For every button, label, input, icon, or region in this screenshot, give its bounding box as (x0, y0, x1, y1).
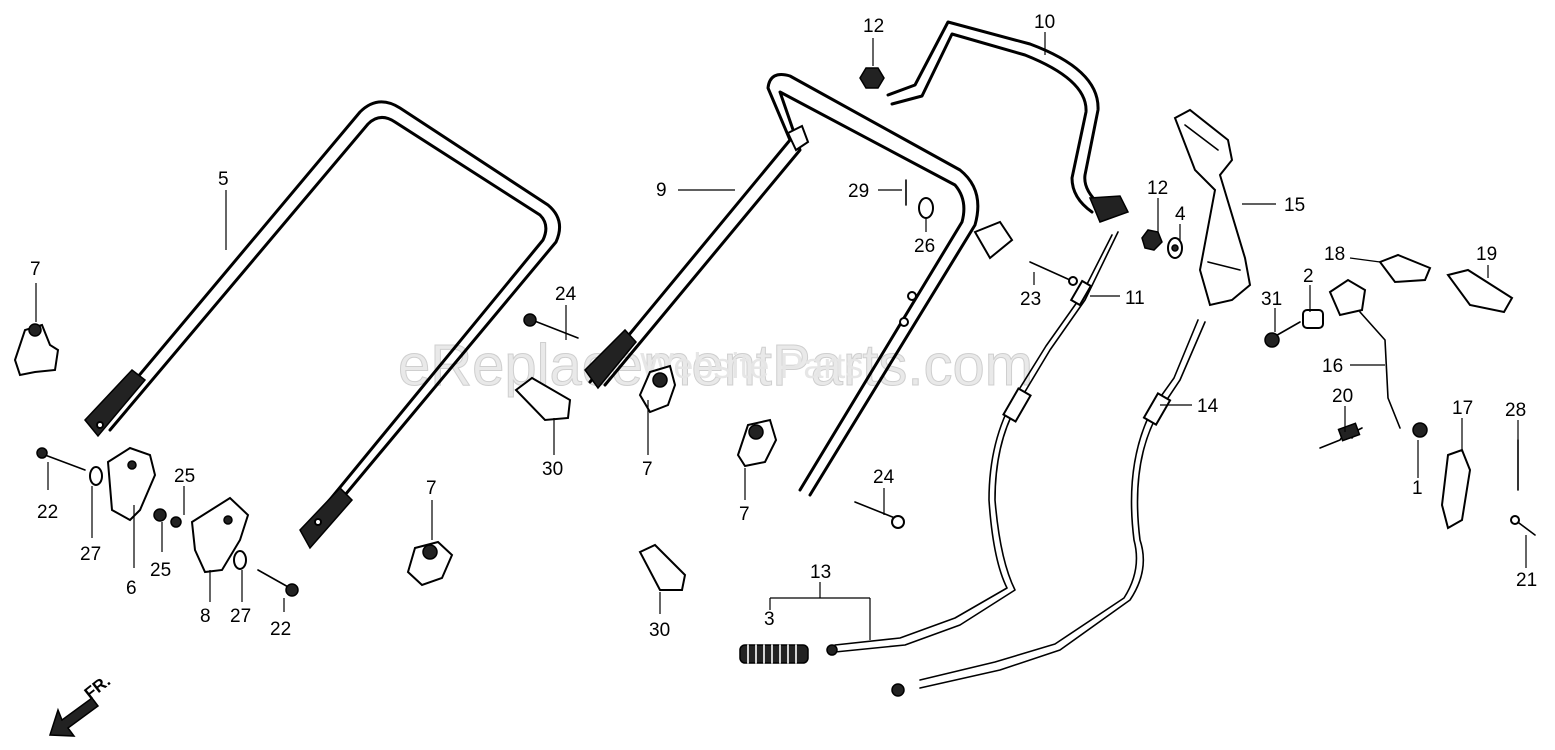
right-bracket-part (190, 496, 250, 574)
callout-7: 7 (426, 478, 437, 499)
callout-18: 18 (1324, 244, 1345, 265)
knob-part (13, 323, 60, 377)
callout-24: 24 (555, 284, 577, 305)
bolt-22-right (257, 569, 299, 597)
callout-1: 1 (1412, 478, 1423, 499)
lever-bracket-part (1173, 108, 1252, 307)
callout-25: 25 (150, 560, 171, 581)
callout-16: 16 (1322, 356, 1343, 377)
lower-handle-part (84, 100, 562, 550)
callout-2: 2 (1303, 266, 1314, 287)
bolt-31 (1264, 321, 1301, 348)
callout-31: 31 (1261, 289, 1282, 310)
throttle-cable-part (826, 231, 1119, 656)
washer-27-right (233, 550, 247, 570)
cap-12-top (859, 67, 885, 89)
callout-7: 7 (739, 504, 750, 525)
nut-25 (153, 508, 182, 528)
collar-2 (1302, 309, 1324, 329)
callout-30: 30 (542, 459, 563, 480)
callout-12: 12 (863, 16, 884, 37)
callout-12: 12 (1147, 178, 1168, 199)
callout-labels: 5 7 22 27 6 25 25 8 27 22 7 9 24 30 7 7 … (30, 12, 1537, 641)
grip-spring-part (739, 644, 809, 664)
plate-18 (1378, 253, 1432, 284)
callout-11: 11 (1125, 288, 1145, 309)
washer-26 (918, 197, 934, 219)
clutch-cable-part (891, 319, 1206, 697)
front-label: FR. (81, 671, 114, 703)
knob-part (406, 540, 454, 587)
callout-7: 7 (30, 259, 41, 280)
front-direction-arrow: FR. (48, 671, 114, 737)
washer-4 (1167, 237, 1183, 259)
bolt-22-left (36, 447, 86, 471)
upper-handle-part (584, 73, 1014, 497)
spring-20 (1319, 422, 1363, 449)
callout-26: 26 (914, 236, 935, 257)
callout-3: 3 (764, 609, 775, 630)
callout-22: 22 (37, 502, 58, 523)
callout-8: 8 (200, 606, 211, 627)
nut-1 (1412, 422, 1428, 438)
callout-23: 23 (1020, 289, 1041, 310)
bolt-24-lower (854, 501, 905, 529)
knob-part (638, 364, 677, 414)
callout-9: 9 (656, 180, 667, 201)
clip-30-upper (514, 376, 572, 422)
watermark-text: eReplacementParts.com (398, 333, 1033, 398)
pin-23 (1029, 261, 1078, 286)
callout-14: 14 (1197, 396, 1219, 417)
bolt-24-upper (523, 313, 579, 339)
cap-12-right (1141, 229, 1163, 251)
callout-20: 20 (1332, 386, 1353, 407)
knob-part (736, 418, 778, 468)
callout-28: 28 (1505, 400, 1526, 421)
washer-27-left (89, 466, 103, 486)
callout-17: 17 (1452, 398, 1473, 419)
callout-21: 21 (1516, 570, 1537, 591)
watermark-subtext: Website Parts (640, 345, 863, 386)
callout-7: 7 (642, 459, 653, 480)
leader-lines (35, 32, 1527, 640)
lever-17 (1440, 448, 1472, 530)
callout-25: 25 (174, 466, 195, 487)
callout-30: 30 (649, 620, 670, 641)
callout-5: 5 (218, 169, 229, 190)
callout-15: 15 (1284, 195, 1305, 216)
callout-27: 27 (230, 606, 251, 627)
callout-6: 6 (126, 578, 137, 599)
cover-19 (1446, 268, 1514, 314)
callout-10: 10 (1034, 12, 1055, 33)
left-bracket-part (106, 446, 157, 522)
callout-22: 22 (270, 619, 291, 640)
control-bar-part (886, 20, 1130, 223)
callout-24: 24 (873, 467, 895, 488)
callout-19: 19 (1476, 244, 1497, 265)
lever-16 (1328, 278, 1401, 429)
clip-30-lower (638, 543, 687, 591)
callout-29: 29 (848, 181, 869, 202)
callout-4: 4 (1175, 204, 1186, 225)
pin-21 (1510, 515, 1536, 536)
callout-27: 27 (80, 544, 101, 565)
callout-13: 13 (810, 562, 831, 583)
